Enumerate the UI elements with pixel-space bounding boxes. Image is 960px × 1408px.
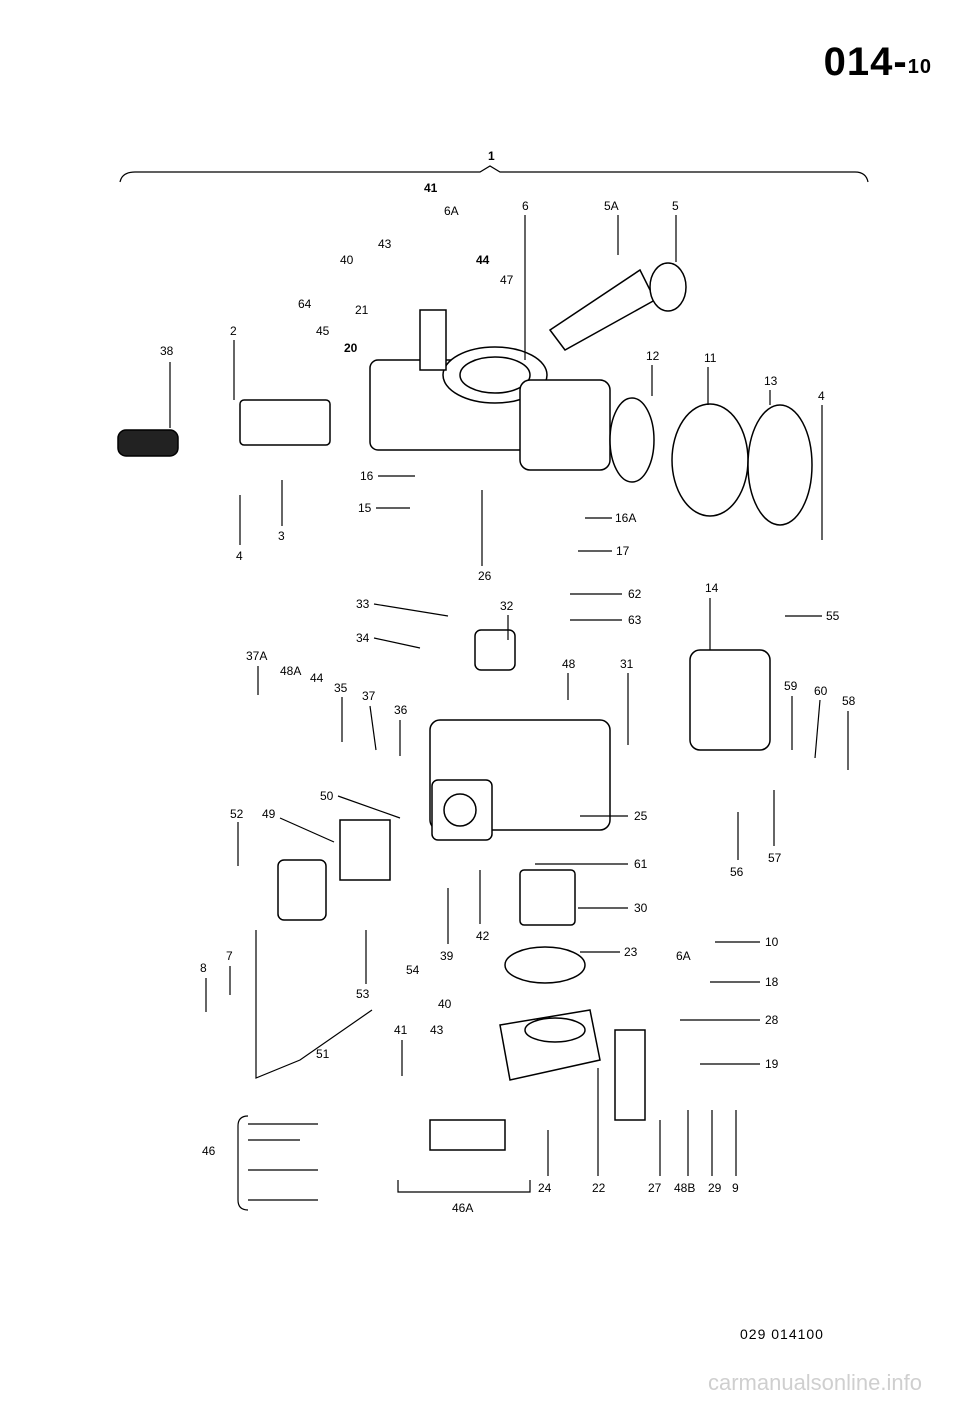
callout-64: 64 — [298, 297, 312, 311]
callout-45: 45 — [316, 324, 330, 338]
callout-13: 13 — [764, 374, 778, 388]
callout-54: 54 — [406, 963, 420, 977]
callout-11: 11 — [704, 351, 717, 365]
callout-41-lower: 41 — [394, 1023, 408, 1037]
throttle-body-part — [499, 946, 601, 1081]
callout-43: 43 — [378, 237, 392, 251]
callout-23: 23 — [624, 945, 638, 959]
callout-6: 6 — [522, 199, 529, 213]
callout-32: 32 — [500, 599, 514, 613]
reference-code: 029 014100 — [740, 1326, 824, 1342]
page-number-sub: 10 — [907, 56, 932, 78]
callout-41: 41 — [424, 181, 438, 195]
callout-57: 57 — [768, 851, 782, 865]
callout-53: 53 — [356, 987, 370, 1001]
page-number: 014-10 — [824, 40, 932, 85]
callout-37A: 37A — [246, 649, 267, 663]
callout-48B: 48B — [674, 1181, 695, 1195]
callout-63: 63 — [628, 613, 642, 627]
group-label: 1 — [488, 149, 495, 163]
callout-8: 8 — [200, 961, 207, 975]
callout-22: 22 — [592, 1181, 606, 1195]
callout-6A-lower: 6A — [676, 949, 691, 963]
page-number-dash: - — [893, 40, 908, 84]
callout-62: 62 — [628, 587, 642, 601]
callouts: 41 6A 6 5A 5 43 40 44 47 21 64 45 2 38 2… — [160, 181, 856, 1215]
callout-6A: 6A — [444, 204, 459, 218]
callout-58: 58 — [842, 694, 856, 708]
callout-44-mid: 44 — [310, 671, 324, 685]
callout-40-lower: 40 — [438, 997, 452, 1011]
callout-30: 30 — [634, 901, 648, 915]
callout-59: 59 — [784, 679, 798, 693]
callout-25: 25 — [634, 809, 648, 823]
callout-56: 56 — [730, 865, 744, 879]
callout-33: 33 — [356, 597, 370, 611]
callout-42: 42 — [476, 929, 490, 943]
callout-48A: 48A — [280, 664, 301, 678]
callout-16: 16 — [360, 469, 374, 483]
callout-44: 44 — [476, 253, 490, 267]
accelerator-pump-part — [277, 819, 391, 921]
callout-18: 18 — [765, 975, 779, 989]
callout-9: 9 — [732, 1181, 739, 1195]
callout-27: 27 — [648, 1181, 662, 1195]
callout-35: 35 — [334, 681, 348, 695]
group-bracket — [119, 165, 869, 183]
callout-19: 19 — [765, 1057, 779, 1071]
callout-15: 15 — [358, 501, 372, 515]
callout-3: 3 — [278, 529, 285, 543]
callout-4: 4 — [818, 389, 825, 403]
callout-48: 48 — [562, 657, 576, 671]
callout-31: 31 — [620, 657, 634, 671]
callout-20: 20 — [344, 341, 358, 355]
callout-7: 7 — [226, 949, 233, 963]
callout-5A: 5A — [604, 199, 619, 213]
page-number-main: 014 — [823, 40, 894, 84]
callout-24: 24 — [538, 1181, 552, 1195]
vacuum-unit-part — [548, 262, 687, 351]
callout-50: 50 — [320, 789, 334, 803]
callout-39: 39 — [440, 949, 454, 963]
callout-2: 2 — [230, 324, 237, 338]
callout-26: 26 — [478, 569, 492, 583]
callout-29: 29 — [708, 1181, 722, 1195]
callout-5: 5 — [672, 199, 679, 213]
callout-37: 37 — [362, 689, 376, 703]
callout-52: 52 — [230, 807, 244, 821]
callout-49: 49 — [262, 807, 276, 821]
callout-46A: 46A — [452, 1201, 473, 1215]
callout-12: 12 — [646, 349, 660, 363]
callout-36: 36 — [394, 703, 408, 717]
callout-4-lower: 4 — [236, 549, 243, 563]
callout-10: 10 — [765, 935, 779, 949]
float-bowl-part — [429, 719, 611, 841]
callout-28: 28 — [765, 1013, 779, 1027]
callout-14: 14 — [705, 581, 719, 595]
callout-43-lower: 43 — [430, 1023, 444, 1037]
callout-47: 47 — [500, 273, 514, 287]
callout-21: 21 — [355, 303, 369, 317]
callout-34: 34 — [356, 631, 370, 645]
watermark: carmanualsonline.info — [707, 1370, 922, 1395]
callout-17: 17 — [616, 544, 630, 558]
callout-40: 40 — [340, 253, 354, 267]
callout-38: 38 — [160, 344, 174, 358]
callout-55: 55 — [826, 609, 840, 623]
callout-16A: 16A — [615, 511, 636, 525]
callout-61: 61 — [634, 857, 648, 871]
callout-51: 51 — [316, 1047, 330, 1061]
misc-small-parts — [117, 399, 771, 1151]
callout-46: 46 — [202, 1144, 216, 1158]
choke-cover-part — [609, 397, 813, 526]
upper-body-part — [369, 309, 611, 471]
callout-60: 60 — [814, 684, 828, 698]
